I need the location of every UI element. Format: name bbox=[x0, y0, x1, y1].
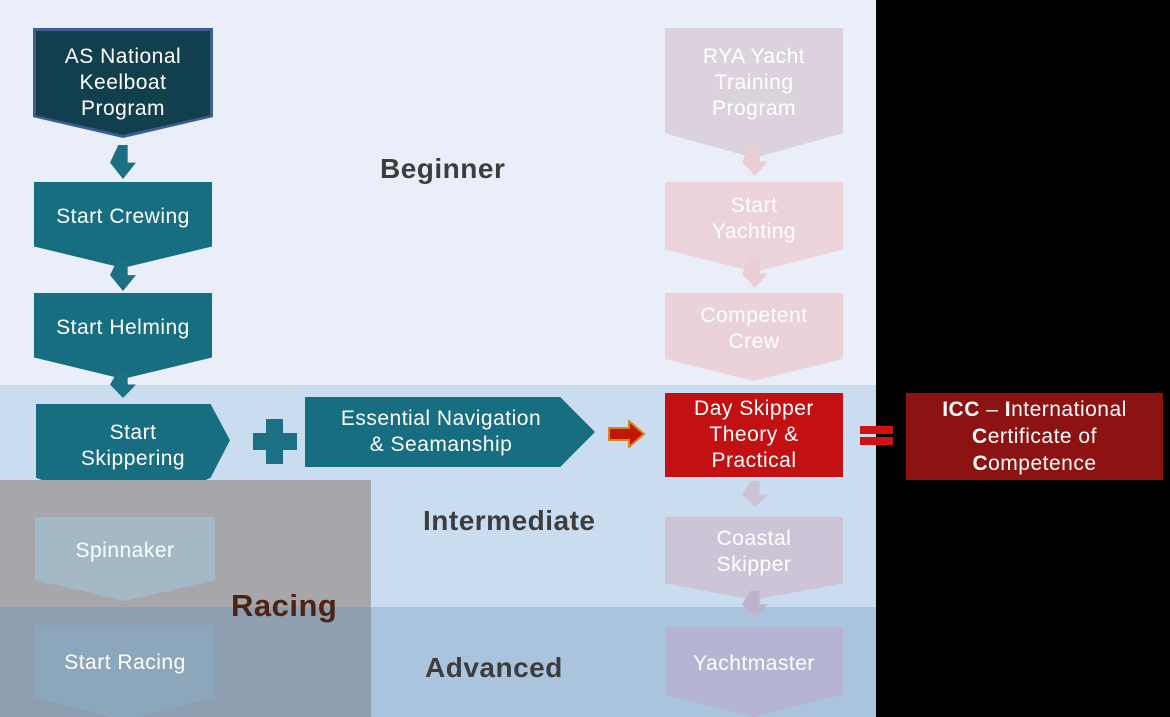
node-label: Start Helming bbox=[56, 316, 190, 340]
beginner-section-label: Beginner bbox=[380, 153, 506, 184]
node-coastal-skipper: Coastal Skipper bbox=[665, 517, 843, 600]
node-icc-certificate: ICC – International Certificate of Compe… bbox=[906, 393, 1163, 480]
node-rya-yacht-training-program: RYA Yacht Training Program bbox=[665, 28, 843, 158]
node-fill bbox=[36, 31, 210, 135]
node-label: Coastal Skipper bbox=[716, 527, 792, 576]
flow-arrow-icon bbox=[608, 420, 646, 448]
node-label: Competent Crew bbox=[700, 304, 808, 353]
racing-section-label: Racing bbox=[231, 588, 338, 623]
node-label-wrap: AS National Keelboat Program bbox=[33, 28, 213, 158]
node-start-helming: Start Helming bbox=[34, 293, 212, 379]
icc-bold-i: I bbox=[1004, 397, 1012, 421]
icc-text: ertificate of bbox=[987, 424, 1097, 448]
node-label: Spinnaker bbox=[75, 539, 175, 563]
node-spinnaker: Spinnaker bbox=[35, 517, 215, 601]
black-side-panel bbox=[876, 0, 1170, 717]
plus-icon bbox=[253, 419, 297, 464]
node-as-national-keelboat-program: AS National Keelboat Program bbox=[33, 28, 213, 138]
node-start-racing: Start Racing bbox=[35, 625, 215, 717]
icc-text: ompetence bbox=[988, 452, 1097, 476]
icc-bold-c2: C bbox=[972, 452, 989, 476]
node-label: Start Skippering bbox=[80, 421, 186, 470]
node-label: Start Crewing bbox=[56, 205, 190, 229]
node-start-yachting: Start Yachting bbox=[665, 182, 843, 272]
icc-bold-c1: C bbox=[972, 424, 988, 448]
equals-icon bbox=[860, 426, 893, 445]
plus-bar-vertical bbox=[266, 419, 283, 464]
node-label: RYA Yacht Training Program bbox=[702, 45, 806, 120]
node-yachtmaster: Yachtmaster bbox=[665, 627, 843, 717]
node-label: AS National Keelboat Program bbox=[64, 45, 182, 120]
node-label: Start Racing bbox=[64, 651, 186, 675]
node-label: Yachtmaster bbox=[693, 651, 815, 675]
intermediate-section-label: Intermediate bbox=[423, 505, 596, 536]
equals-bar-top bbox=[860, 426, 893, 434]
icc-dash: – bbox=[979, 397, 1005, 421]
icc-abbr: ICC bbox=[942, 397, 980, 421]
advanced-section-label: Advanced bbox=[425, 652, 563, 683]
node-label: Day Skipper Theory & Practical bbox=[694, 396, 814, 473]
node-day-skipper: Day Skipper Theory & Practical bbox=[665, 393, 843, 477]
node-label: ICC – International Certificate of Compe… bbox=[942, 396, 1127, 478]
node-label: Essential Navigation & Seamanship bbox=[340, 407, 542, 456]
equals-bar-bottom bbox=[860, 437, 893, 445]
node-label: Start Yachting bbox=[711, 194, 797, 243]
icc-text: nternational bbox=[1011, 397, 1127, 421]
node-essential-navigation: Essential Navigation & Seamanship bbox=[305, 397, 595, 467]
